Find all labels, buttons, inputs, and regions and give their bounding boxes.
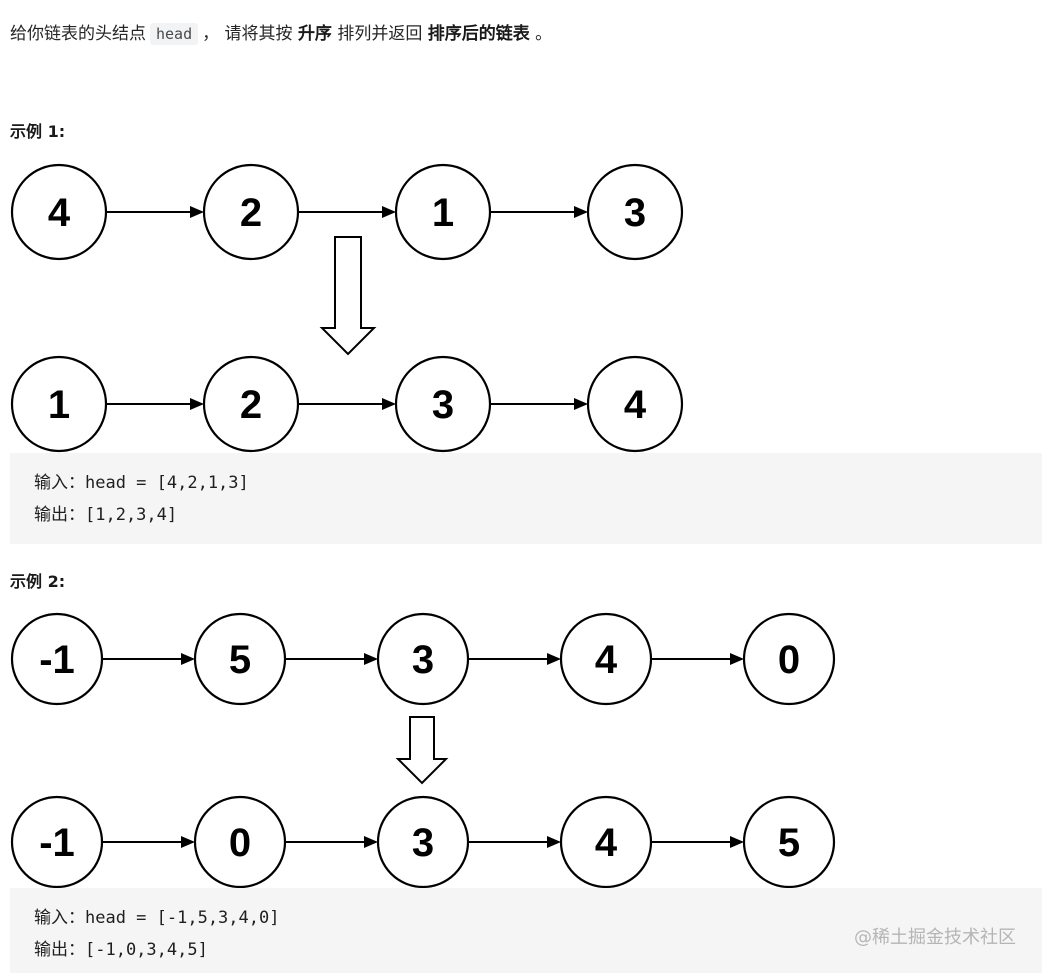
bold-ascending: 升序 (297, 24, 332, 44)
ex2-after-arrowhead-3 (730, 836, 744, 848)
ex1-after-node-2: 3 (394, 355, 492, 453)
ex2-before-node-0: -1 (10, 612, 104, 706)
ex2-after-node-label: 0 (229, 821, 251, 865)
problem-text-4: 。 (535, 24, 553, 44)
ex2-before-arrowhead-2 (547, 653, 561, 665)
ex2-before-node-label: 5 (229, 638, 251, 682)
ex1-before-node-circle (10, 163, 108, 261)
example-2-title: 示例 2: (10, 572, 66, 591)
ex1-before-node-label: 3 (624, 191, 646, 235)
input-label: 输入： (34, 908, 85, 928)
ex2-after-arrowhead-1 (364, 836, 378, 848)
ex2-after-node-0: -1 (10, 795, 104, 889)
ex1-before-arrowhead-1 (382, 206, 396, 218)
ex1-after-arrowhead-2 (574, 398, 588, 410)
ex2-after-node-label: 3 (412, 821, 434, 865)
ex2-before-arrowhead-3 (730, 653, 744, 665)
ex2-before-node-1: 5 (193, 612, 287, 706)
ex2-before-node-label: -1 (39, 638, 75, 682)
output-value: [-1,0,3,4,5] (85, 940, 208, 960)
ex2-after-node-circle (559, 795, 653, 889)
watermark: @稀土掘金技术社区 (854, 927, 1016, 948)
ex2-before-node-label: 4 (595, 638, 618, 682)
ex1-after-node-0: 1 (10, 355, 108, 453)
example-2-diagram: -1 5 3 4 0 -1 0 3 4 5 (10, 612, 836, 889)
ex1-before-node-circle (586, 163, 684, 261)
output-label: 输出： (34, 505, 85, 525)
ex1-after-node-label: 4 (624, 383, 647, 427)
ex1-before-arrowhead-2 (574, 206, 588, 218)
ex1-before-node-label: 4 (48, 191, 71, 235)
ex2-before-node-2: 3 (376, 612, 470, 706)
ex2-after-arrowhead-0 (181, 836, 195, 848)
ex1-before-node-label: 1 (432, 191, 454, 235)
ex1-before-arrowhead-0 (190, 206, 204, 218)
ex1-after-node-circle (394, 355, 492, 453)
example-1-output-line: 输出：[1,2,3,4] (34, 499, 1042, 531)
ex1-after-node-label: 3 (432, 383, 454, 427)
problem-text-1: 给你链表的头结点 (10, 24, 146, 44)
ex2-before-node-circle (742, 612, 836, 706)
ex1-before-node-3: 3 (586, 163, 684, 261)
input-label: 输入： (34, 473, 85, 493)
input-value: head = [-1,5,3,4,0] (85, 908, 280, 928)
ex2-after-node-circle (193, 795, 287, 889)
input-value: head = [4,2,1,3] (85, 473, 249, 493)
ex2-after-node-4: 5 (742, 795, 836, 889)
ex1-before-node-label: 2 (240, 191, 262, 235)
example-2-input-line: 输入：head = [-1,5,3,4,0] (34, 902, 1042, 934)
problem-text-3: 排列并返回 (337, 24, 423, 44)
ex1-after-arrowhead-1 (382, 398, 396, 410)
ex1-after-node-circle (202, 355, 300, 453)
bold-sorted-list: 排序后的链表 (427, 24, 530, 44)
ex2-sort-arrow (395, 716, 449, 785)
example-2-io: 输入：head = [-1,5,3,4,0] 输出：[-1,0,3,4,5] (10, 888, 1042, 973)
ex2-before-node-circle (193, 612, 287, 706)
example-1-io: 输入：head = [4,2,1,3] 输出：[1,2,3,4] (10, 453, 1042, 544)
ex1-before-node-circle (202, 163, 300, 261)
ex2-before-arrowhead-1 (364, 653, 378, 665)
ex2-before-arrowhead-0 (181, 653, 195, 665)
ex1-after-node-3: 4 (586, 355, 684, 453)
ex1-before-node-2: 1 (394, 163, 492, 261)
ex2-before-node-label: 3 (412, 638, 434, 682)
ex1-after-node-circle (586, 355, 684, 453)
ex2-before-node-circle (559, 612, 653, 706)
ex1-before-node-1: 2 (202, 163, 300, 261)
ex2-after-node-circle (376, 795, 470, 889)
ex2-after-node-circle (10, 795, 104, 889)
ex2-before-node-circle (10, 612, 104, 706)
example-1-diagram: 4 2 1 3 1 2 3 4 (10, 163, 684, 453)
ex2-after-node-label: -1 (39, 821, 75, 865)
ex1-after-arrowhead-0 (190, 398, 204, 410)
problem-text-2: ， 请将其按 (202, 24, 293, 44)
ex2-before-node-3: 4 (559, 612, 653, 706)
example-2-output-line: 输出：[-1,0,3,4,5] (34, 934, 1042, 966)
ex1-before-node-circle (394, 163, 492, 261)
ex2-after-node-label: 4 (595, 821, 618, 865)
code-head: head (150, 23, 199, 45)
ex1-before-node-0: 4 (10, 163, 108, 261)
output-label: 输出： (34, 940, 85, 960)
ex1-after-node-label: 1 (48, 383, 70, 427)
example-1-title: 示例 1: (10, 122, 66, 141)
output-value: [1,2,3,4] (85, 505, 178, 525)
ex1-after-node-circle (10, 355, 108, 453)
ex2-after-node-2: 3 (376, 795, 470, 889)
ex2-after-node-label: 5 (778, 821, 800, 865)
ex2-after-node-1: 0 (193, 795, 287, 889)
ex2-after-node-3: 4 (559, 795, 653, 889)
ex1-after-node-1: 2 (202, 355, 300, 453)
ex2-before-node-circle (376, 612, 470, 706)
ex2-before-node-4: 0 (742, 612, 836, 706)
ex1-after-node-label: 2 (240, 383, 262, 427)
ex2-after-node-circle (742, 795, 836, 889)
example-1-input-line: 输入：head = [4,2,1,3] (34, 467, 1042, 499)
ex2-after-arrowhead-2 (547, 836, 561, 848)
ex2-before-node-label: 0 (778, 638, 800, 682)
ex1-sort-arrow (319, 236, 377, 356)
